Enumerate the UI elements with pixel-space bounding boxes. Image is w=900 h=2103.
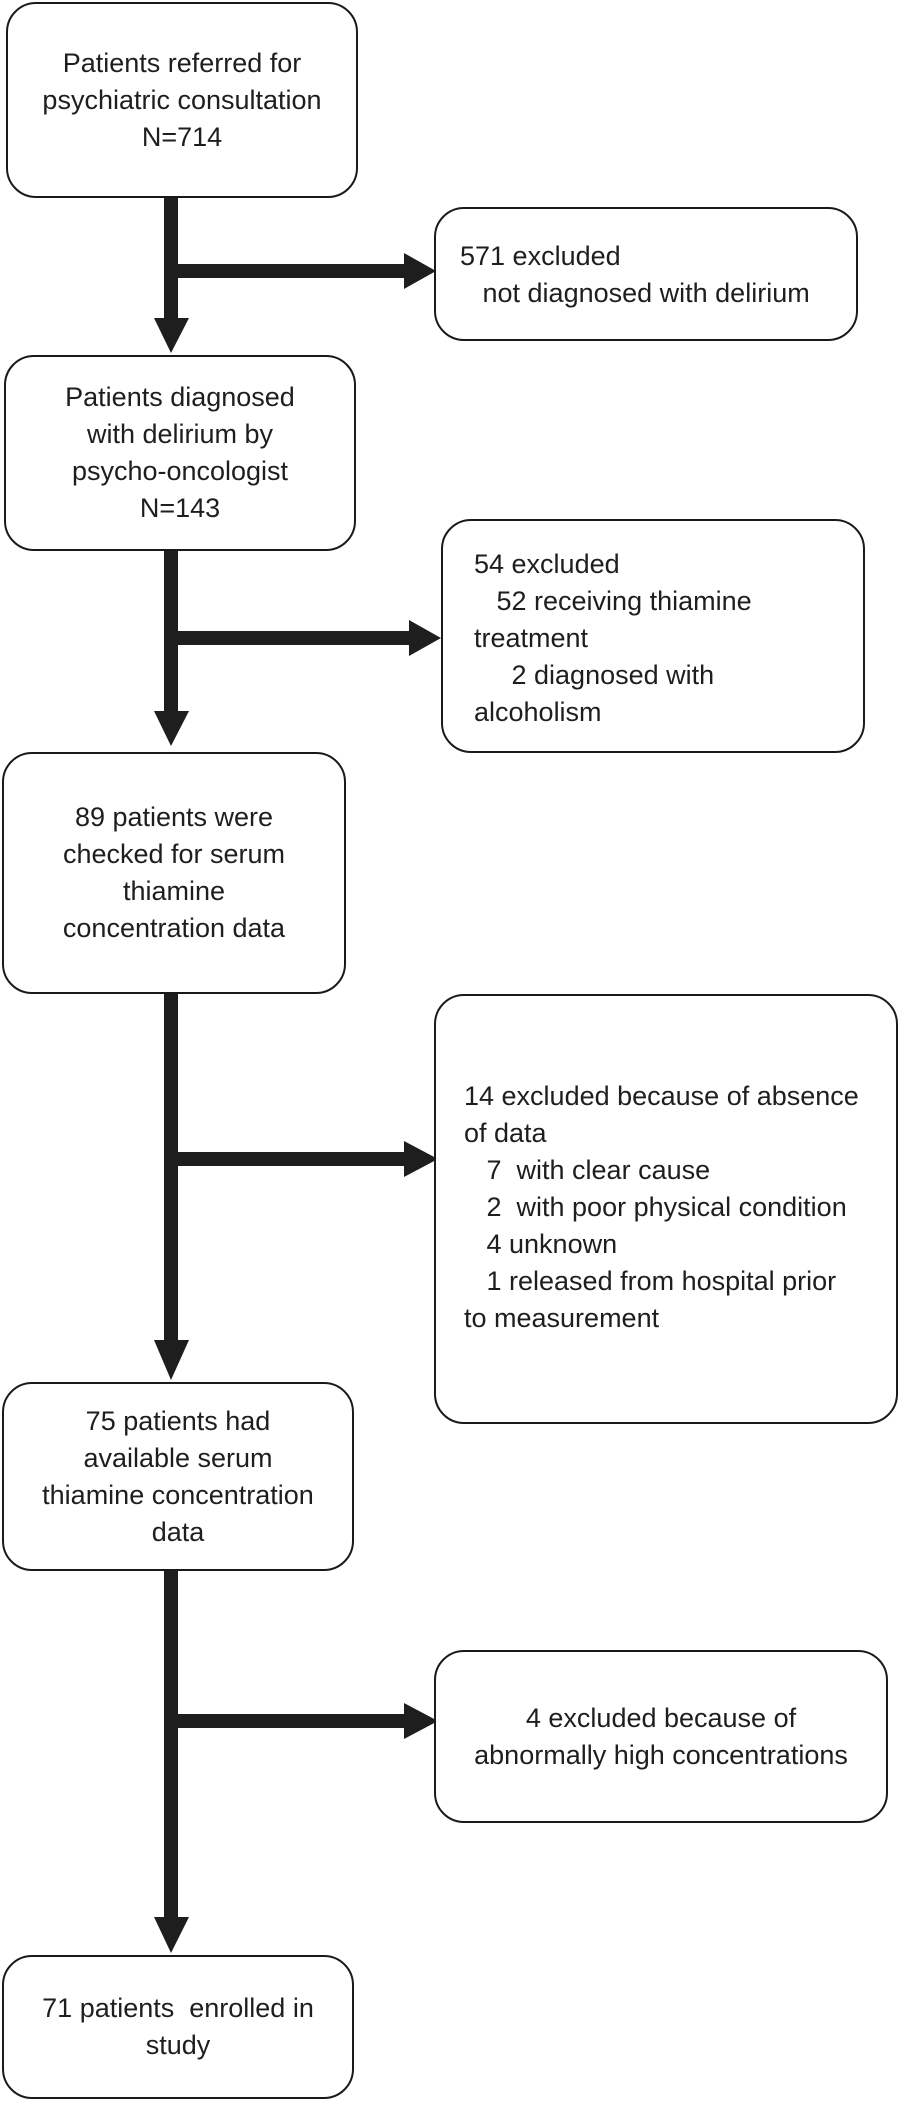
step-text: thiamine concentration: [42, 1479, 314, 1510]
step-text: available serum: [83, 1442, 273, 1473]
connector-line: [164, 994, 178, 1342]
exclusion-text: 2 with poor physical condition: [464, 1192, 847, 1222]
step-text: 89 patients were: [74, 802, 274, 832]
right-arrowhead: [404, 253, 436, 289]
exclusion-text: 7 with clear cause: [464, 1155, 711, 1185]
right-arrowhead: [404, 1141, 438, 1177]
connector-line: [171, 1152, 406, 1166]
step-text: data: [151, 1516, 205, 1547]
exclusion-text: treatment: [474, 623, 589, 653]
exclusion-text: not diagnosed with delirium: [460, 278, 810, 308]
exclusion-text: 52 receiving thiamine: [474, 586, 752, 616]
exclusion-text: 14 excluded because of absence: [464, 1081, 859, 1111]
down-arrowhead: [154, 1340, 189, 1380]
connector-line: [171, 1714, 406, 1728]
step-referred-box: Patients referred for psychiatric consul…: [6, 2, 358, 198]
step-enrolled-box: 71 patients enrolled in study: [2, 1955, 354, 2099]
exclusion-thiamine-box: 54 excluded 52 receiving thiamine treatm…: [441, 519, 865, 753]
connector-line: [171, 631, 411, 645]
exclusion-text: abnormally high concentrations: [474, 1739, 848, 1770]
step-text: thiamine: [122, 876, 226, 906]
exclusion-text: 54 excluded: [474, 549, 620, 579]
exclusion-text: to measurement: [464, 1303, 660, 1333]
down-arrowhead: [154, 318, 189, 353]
right-arrowhead: [404, 1703, 438, 1739]
exclusion-text: of data: [464, 1118, 547, 1148]
exclusion-text: 2 diagnosed with: [474, 660, 715, 690]
exclusion-absence-of-data-box: 14 excluded because of absence of data 7…: [434, 994, 898, 1424]
step-text: 71 patients enrolled in: [42, 1993, 314, 2023]
exclusion-text: 1 released from hospital prior: [464, 1266, 837, 1296]
exclusion-not-delirium-box: 571 excluded not diagnosed with delirium: [434, 207, 858, 341]
step-available-box: 75 patients had available serum thiamine…: [2, 1382, 354, 1571]
step-text: concentration data: [62, 913, 286, 943]
step-text: N=143: [139, 493, 221, 523]
step-text: psychiatric consultation: [42, 84, 322, 115]
exclusion-text: 571 excluded: [460, 241, 621, 271]
step-diagnosed-box: Patients diagnosed with delirium by psyc…: [4, 355, 356, 551]
step-checked-box: 89 patients were checked for serum thiam…: [2, 752, 346, 994]
exclusion-high-concentration-box: 4 excluded because of abnormally high co…: [434, 1650, 888, 1823]
down-arrowhead: [154, 1917, 189, 1953]
exclusion-text: alcoholism: [474, 697, 602, 727]
step-text: with delirium by: [86, 419, 274, 449]
step-text: checked for serum: [62, 839, 286, 869]
step-text: N=714: [141, 121, 223, 152]
step-text: Patients referred for: [62, 47, 302, 78]
down-arrowhead: [154, 711, 189, 746]
step-text: study: [145, 2030, 211, 2060]
connector-line: [171, 264, 406, 278]
connector-line: [164, 198, 178, 320]
right-arrowhead: [409, 620, 441, 656]
step-text: Patients diagnosed: [65, 382, 295, 412]
step-text: 75 patients had: [85, 1405, 271, 1436]
exclusion-text: 4 excluded because of: [525, 1702, 797, 1733]
connector-line: [164, 1571, 178, 1919]
step-text: psycho-oncologist: [71, 456, 289, 486]
exclusion-text: 4 unknown: [464, 1229, 618, 1259]
